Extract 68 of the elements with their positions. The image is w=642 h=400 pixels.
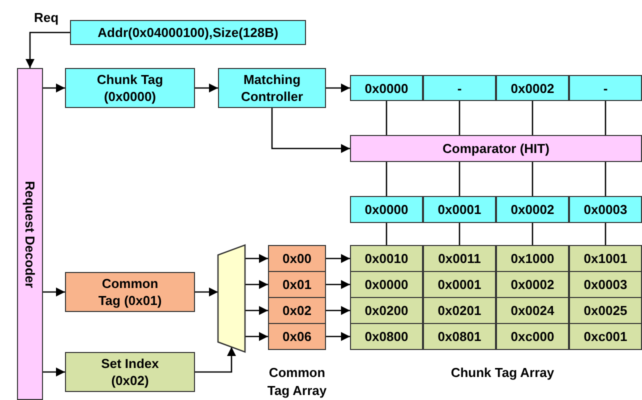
connector-line [386,223,388,245]
table-cell: 0x01 [268,271,326,298]
arrow [43,367,65,377]
table-cell: 0x0200 [350,297,423,324]
table-cell: 0xc000 [496,323,569,350]
connector-line [386,162,388,196]
connector-line [458,223,460,245]
connector-line [458,101,460,135]
connector-line [604,223,606,245]
arrow [326,332,350,342]
edge-label: Req [34,9,59,27]
process-box: Matching Controller [218,68,326,108]
table-cell: 0x1000 [496,245,569,272]
arrow [326,83,350,93]
table-cell: 0x0002 [496,271,569,298]
address-box: Addr(0x04000100),Size(128B) [70,20,306,45]
connector-line [604,162,606,196]
connector-line [458,162,460,196]
array-caption: Common Tag Array [266,364,328,400]
table-cell: 0x0801 [423,323,496,350]
arrow [43,287,65,297]
arrow [245,306,268,316]
register-cell: 0x0000 [350,75,423,101]
register-cell: 0x0000 [350,196,423,223]
table-cell: 0x06 [268,323,326,350]
table-cell: 0xc001 [569,323,642,350]
decoder-bar: Request Decoder [17,68,43,400]
table-cell: 0x1001 [569,245,642,272]
table-cell: 0x0201 [423,297,496,324]
arrow [25,32,70,68]
arrow [326,306,350,316]
arrow [245,332,268,342]
register-cell: 0x0002 [496,75,569,101]
process-box: Common Tag (0x01) [65,272,195,312]
register-cell: - [569,75,642,101]
connector-line [532,223,534,245]
arrow [43,83,65,93]
table-cell: 0x0800 [350,323,423,350]
table-cell: 0x0011 [423,245,496,272]
connector-line [604,101,606,135]
table-cell: 0x0003 [569,271,642,298]
process-box: Chunk Tag (0x0000) [65,68,195,108]
table-cell: 0x0001 [423,271,496,298]
register-cell: - [423,75,496,101]
arrow [326,254,350,264]
arrow [195,83,218,93]
table-cell: 0x0010 [350,245,423,272]
table-cell: 0x02 [268,297,326,324]
table-cell: 0x0024 [496,297,569,324]
arrow [195,347,236,373]
connector-line [532,101,534,135]
arrow [245,254,268,264]
multiplexer-shape [217,244,246,353]
process-box: Set Index (0x02) [65,352,195,392]
arrow [326,280,350,290]
table-cell: 0x0025 [569,297,642,324]
array-caption: Chunk Tag Array [450,364,556,382]
register-cell: 0x0002 [496,196,569,223]
arrow [245,280,268,290]
register-cell: 0x0003 [569,196,642,223]
table-cell: 0x00 [268,245,326,272]
comparator-bar: Comparator (HIT) [350,135,642,162]
connector-line [386,101,388,135]
arrow [195,287,218,297]
connector-line [532,162,534,196]
table-cell: 0x0000 [350,271,423,298]
arrow [271,108,350,154]
register-cell: 0x0001 [423,196,496,223]
